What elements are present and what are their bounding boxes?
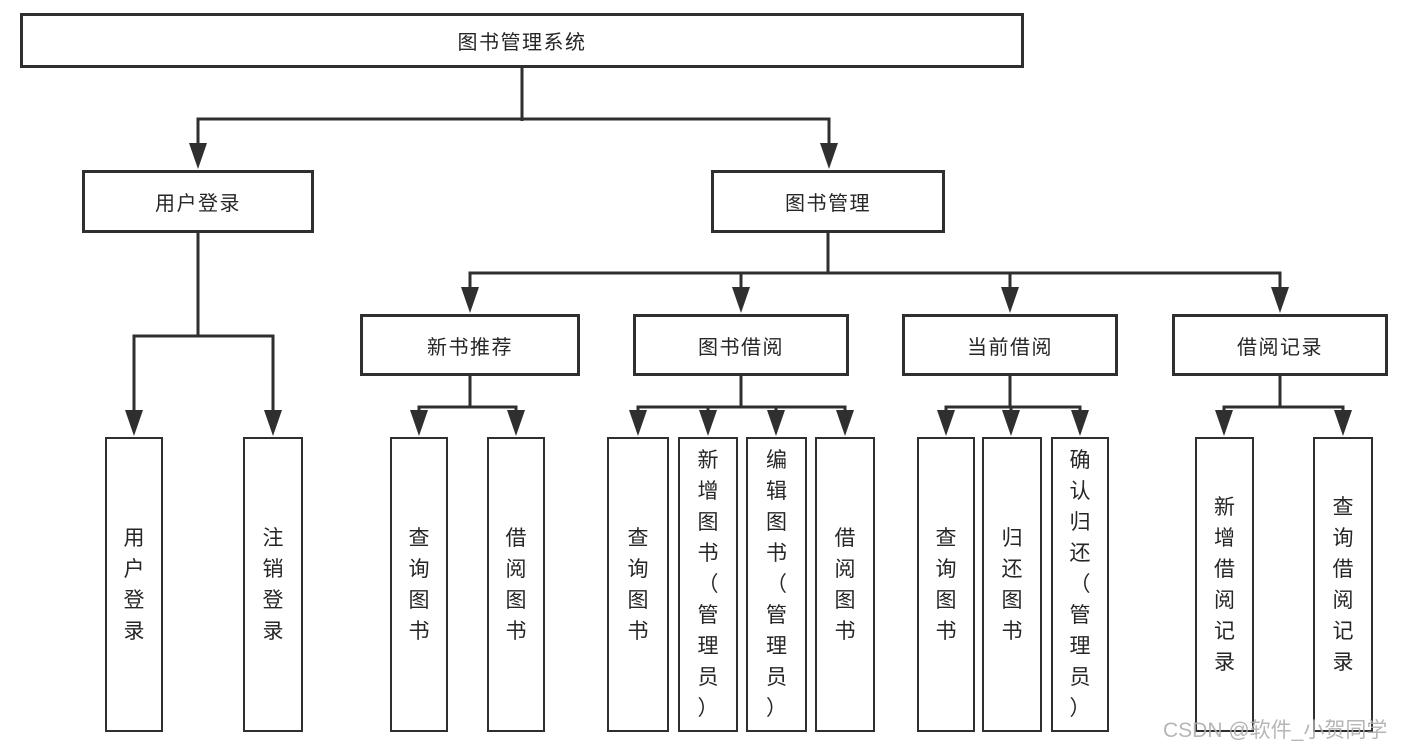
- leaf-user-login: 用户登录: [105, 437, 163, 732]
- leaf-query-books-recommend: 查询图书: [390, 437, 448, 732]
- node-label: 用户登录: [155, 193, 241, 215]
- leaf-confirm-return-admin: 确认归还（管理员）: [1051, 437, 1109, 732]
- node-library-management-system: 图书管理系统: [20, 13, 1024, 68]
- leaf-add-book-admin: 新增图书（管理员）: [678, 437, 738, 732]
- node-label: 借阅记录: [1237, 336, 1323, 359]
- node-label: 归还图书: [1001, 526, 1023, 643]
- node-label: 注销登录: [262, 526, 284, 643]
- node-label: 新增图书（管理员）: [697, 449, 719, 720]
- node-label: 确认归还（管理员）: [1069, 449, 1091, 720]
- leaf-query-books-current: 查询图书: [917, 437, 975, 732]
- node-current-borrowing: 当前借阅: [902, 314, 1118, 376]
- node-book-borrowing: 图书借阅: [633, 314, 849, 376]
- node-label: 编辑图书（管理员）: [766, 449, 787, 720]
- node-label: 查询图书: [408, 526, 430, 643]
- node-label: 查询借阅记录: [1332, 495, 1354, 674]
- leaf-logout: 注销登录: [243, 437, 303, 732]
- node-label: 新增借阅记录: [1214, 495, 1235, 674]
- leaf-return-book: 归还图书: [982, 437, 1042, 732]
- node-borrowing-records: 借阅记录: [1172, 314, 1388, 376]
- csdn-watermark: CSDN @软件_小贺同学: [1163, 719, 1388, 742]
- leaf-borrow-books-recommend: 借阅图书: [487, 437, 545, 732]
- node-book-management: 图书管理: [711, 170, 945, 233]
- leaf-query-books-borrow: 查询图书: [607, 437, 669, 732]
- node-label: 用户登录: [123, 526, 145, 643]
- leaf-borrow-books: 借阅图书: [815, 437, 875, 732]
- node-label: 查询图书: [935, 526, 957, 643]
- leaf-query-borrow-record: 查询借阅记录: [1313, 437, 1373, 732]
- node-label: 借阅图书: [505, 526, 527, 643]
- node-label: 借阅图书: [834, 526, 856, 643]
- node-label: 查询图书: [627, 526, 649, 643]
- node-label: 图书管理: [785, 193, 871, 215]
- node-label: 当前借阅: [967, 336, 1053, 359]
- leaf-add-borrow-record: 新增借阅记录: [1195, 437, 1254, 732]
- node-new-book-recommend: 新书推荐: [360, 314, 580, 376]
- node-label: 图书借阅: [698, 336, 784, 359]
- node-user-login: 用户登录: [82, 170, 314, 233]
- node-label: 图书管理系统: [457, 32, 587, 54]
- leaf-edit-book-admin: 编辑图书（管理员）: [746, 437, 807, 732]
- node-label: 新书推荐: [427, 336, 513, 359]
